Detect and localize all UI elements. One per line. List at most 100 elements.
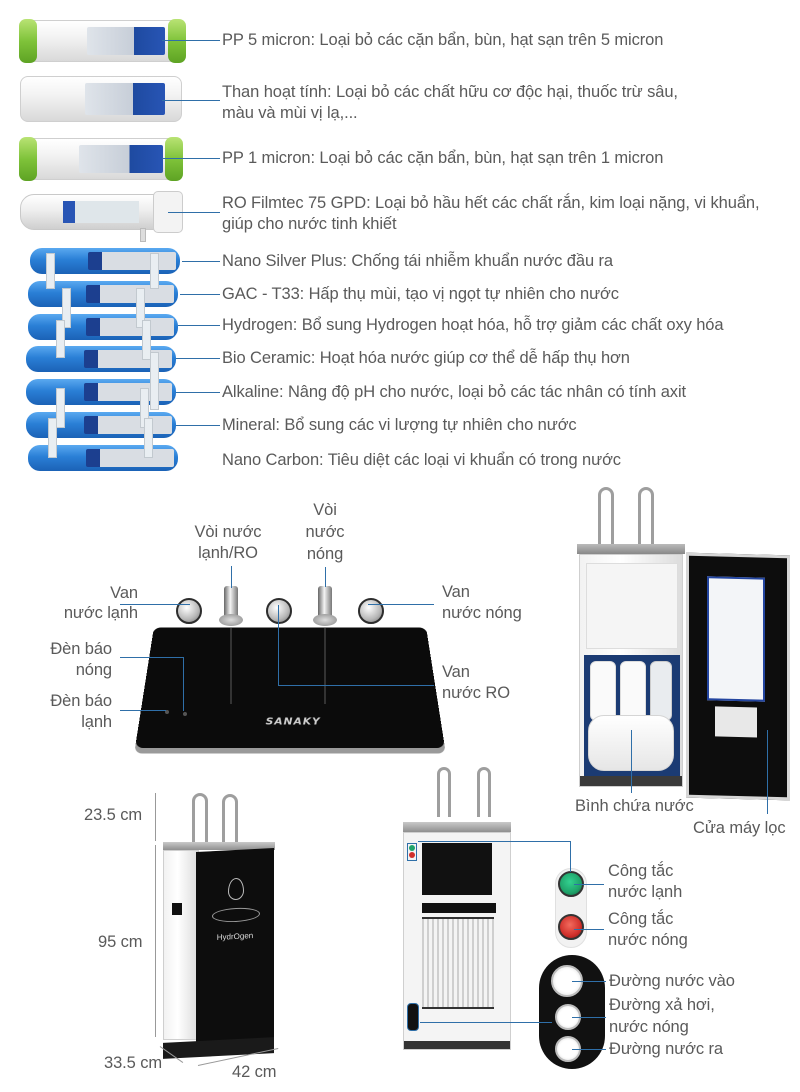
hot-faucet-post	[318, 586, 332, 620]
cold-switch-label-l1: Công tắc	[608, 862, 674, 880]
cold-faucet-base	[219, 614, 243, 626]
width-label: 42 cm	[232, 1063, 277, 1081]
faucet-height-arrow	[155, 793, 156, 841]
hot-indicator-light	[183, 712, 187, 716]
leader-line	[325, 567, 326, 587]
ro-valve-knob[interactable]	[266, 598, 292, 624]
hot-faucet-tube	[324, 628, 326, 704]
faucet-height-label: 23.5 cm	[84, 806, 142, 824]
filter-door[interactable]	[686, 552, 790, 801]
cold-light-label-l1: Đèn báo	[50, 692, 112, 710]
leader-line	[574, 929, 604, 930]
leader-line	[572, 1017, 606, 1018]
top-plate	[577, 544, 685, 554]
leader-line	[368, 604, 434, 605]
tank-label: Bình chứa nước	[575, 797, 694, 815]
leader-line	[278, 605, 279, 686]
hot-faucet-label-l3: nóng	[306, 545, 344, 563]
leader-line	[278, 685, 434, 686]
ro-membrane	[20, 191, 183, 233]
filter-label-ro-l2: giúp cho nước tinh khiết	[222, 215, 397, 233]
cold-valve-knob[interactable]	[176, 598, 202, 624]
base	[163, 1037, 274, 1059]
cold-valve-label-l2: nước lạnh	[63, 604, 138, 622]
leader-line	[231, 566, 232, 588]
leader-line	[120, 710, 166, 711]
leader-line	[176, 358, 220, 359]
cold-light-label-l2: lạnh	[81, 713, 112, 731]
right-gooseneck	[222, 794, 238, 844]
hot-switch-label-l1: Công tắc	[608, 910, 674, 928]
leader-line	[183, 657, 184, 711]
leader-line	[168, 212, 220, 213]
rear-left-gooseneck	[437, 767, 451, 817]
control-panel: SANAKY	[135, 627, 445, 748]
leader-line	[767, 730, 768, 814]
ro-valve-label-l1: Van	[442, 663, 470, 681]
pp5-cartridge	[19, 19, 186, 63]
water-in-label: Đường nước vào	[609, 972, 735, 990]
hot-light-label-l1: Đèn báo	[50, 640, 112, 658]
hot-valve-label-l1: Van	[442, 583, 470, 601]
water-out-label: Đường nước ra	[609, 1040, 723, 1058]
cold-switch-label-l2: nước lạnh	[608, 883, 683, 901]
rear-panel	[403, 832, 511, 1050]
door-label: Cửa máy lọc	[693, 819, 786, 837]
body-height-arrow	[155, 845, 156, 1037]
hot-faucet-label-l2: nước	[305, 523, 345, 541]
leader-line	[176, 392, 220, 393]
cold-faucet-label-l2: lạnh/RO	[198, 544, 258, 562]
hot-valve-knob[interactable]	[358, 598, 384, 624]
cold-valve-label-l1: Van	[110, 584, 138, 602]
hot-faucet-base	[313, 614, 337, 626]
hot-switch[interactable]	[558, 914, 584, 940]
filter-label-pp1: PP 1 micron: Loại bỏ các cặn bẩn, bùn, h…	[222, 149, 664, 167]
hot-valve-label-l2: nước nóng	[442, 604, 522, 622]
ro-valve-label-l2: nước RO	[442, 684, 510, 702]
leader-line	[631, 730, 632, 793]
leader-line	[178, 325, 220, 326]
filter-label-hydrogen: Hydrogen: Bổ sung Hydrogen hoạt hóa, hỗ …	[222, 316, 724, 334]
left-gooseneck	[192, 793, 208, 843]
depth-label: 33.5 cm	[104, 1054, 162, 1072]
carbon-cartridge	[20, 76, 182, 122]
filter-label-ro-l1: RO Filmtec 75 GPD: Loại bỏ hầu hết các c…	[222, 194, 760, 212]
leader-line	[120, 604, 190, 605]
pp1-cartridge	[19, 137, 183, 181]
front-glass-panel: HydrOgen	[196, 847, 274, 1055]
leader-line	[574, 884, 604, 885]
leader-line	[572, 981, 606, 982]
leader-line	[570, 841, 571, 872]
leader-line	[162, 158, 220, 159]
leader-line	[162, 40, 220, 41]
condenser-coil	[422, 917, 494, 1009]
filter-label-pp5: PP 5 micron: Loại bỏ các cặn bẩn, bùn, h…	[222, 31, 664, 49]
leader-line	[176, 425, 220, 426]
cold-gooseneck	[598, 487, 614, 545]
steam-out-label-l2: nước nóng	[609, 1018, 689, 1036]
filter-label-nano-carbon: Nano Carbon: Tiêu diệt các loại vi khuẩn…	[222, 451, 621, 469]
hydrogen-logo: HydrOgen	[216, 931, 254, 942]
side-panel	[163, 850, 199, 1040]
leader-line	[420, 1022, 552, 1023]
filter-label-nano-silver: Nano Silver Plus: Chống tái nhiễm khuẩn …	[222, 252, 613, 270]
hot-light-label-l2: nóng	[75, 661, 112, 679]
leader-line	[120, 657, 184, 658]
filter-label-carbon-l1: Than hoạt tính: Loại bỏ các chất hữu cơ …	[222, 83, 678, 101]
rear-right-gooseneck	[477, 767, 491, 817]
cold-indicator-light	[165, 710, 169, 714]
hot-faucet-label-l1: Vòi	[313, 501, 337, 519]
hot-switch-label-l2: nước nóng	[608, 931, 688, 949]
rear-top-plate	[403, 822, 511, 832]
filter-label-mineral: Mineral: Bổ sung các vi lượng tự nhiên c…	[222, 416, 577, 434]
leader-line	[418, 841, 570, 842]
cold-faucet-post	[224, 586, 238, 620]
brand-logo: SANAKY	[265, 715, 321, 728]
filter-label-bio-ceramic: Bio Ceramic: Hoạt hóa nước giúp cơ thể d…	[222, 349, 630, 367]
leader-line	[162, 100, 220, 101]
filter-label-gac-t33: GAC - T33: Hấp thụ mùi, tạo vị ngọt tự n…	[222, 285, 619, 303]
leader-line	[180, 294, 220, 295]
top-plate	[163, 842, 275, 850]
body-height-label: 95 cm	[98, 933, 143, 951]
steam-out-label-l1: Đường xả hơi,	[609, 996, 715, 1014]
